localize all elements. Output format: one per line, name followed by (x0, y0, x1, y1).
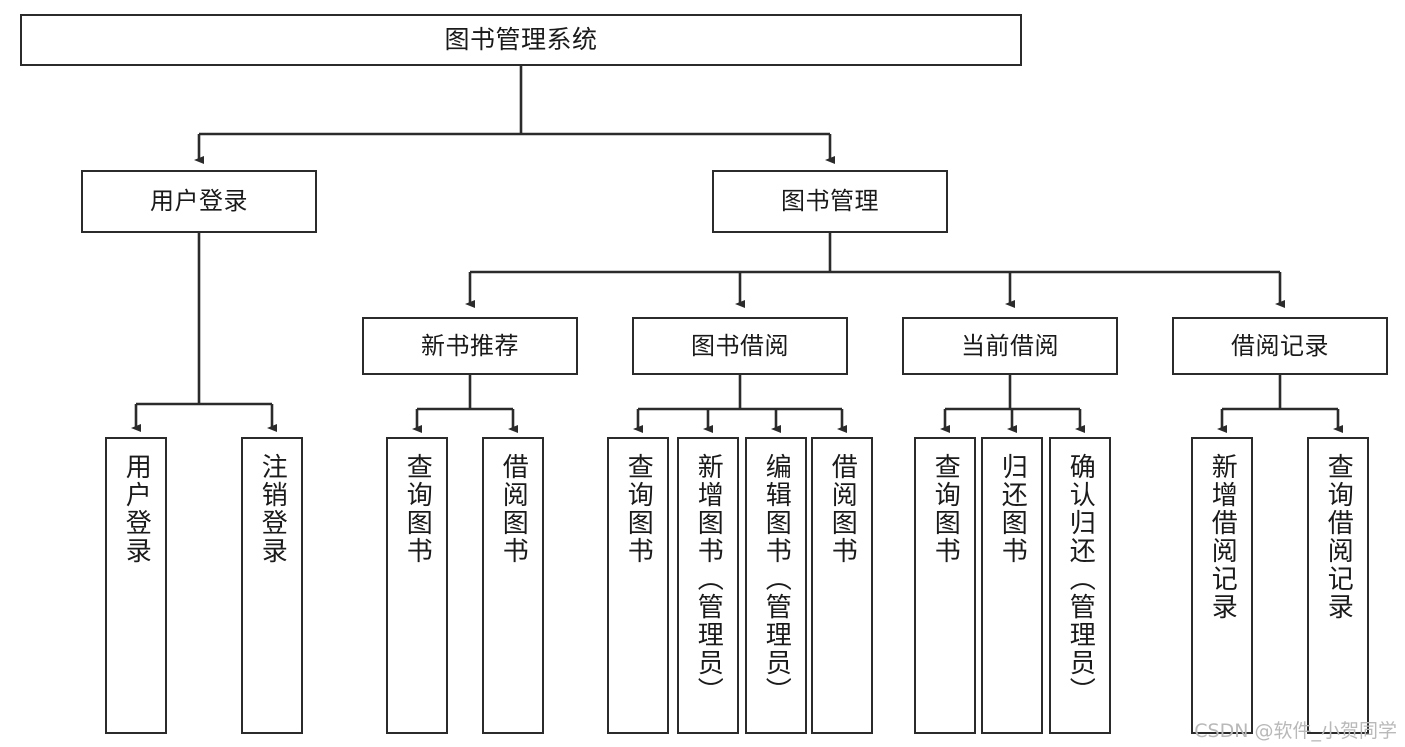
node-leaf-query-book-2[interactable]: 查询图书 (607, 437, 669, 734)
node-label: 借阅记录 (1231, 331, 1329, 360)
node-label: 新增借阅记录 (1207, 453, 1238, 621)
node-label: 图书管理系统 (444, 25, 598, 55)
node-label: 查询图书 (402, 453, 433, 565)
node-label: 查询图书 (623, 453, 654, 565)
node-leaf-query-book-1[interactable]: 查询图书 (386, 437, 448, 734)
node-leaf-borrow-book-1[interactable]: 借阅图书 (482, 437, 544, 734)
node-leaf-query-book-3[interactable]: 查询图书 (914, 437, 976, 734)
node-leaf-add-record[interactable]: 新增借阅记录 (1191, 437, 1253, 734)
node-current-borrow[interactable]: 当前借阅 (902, 317, 1118, 375)
csdn-watermark: CSDN @软件_小贺同学 (1194, 720, 1397, 742)
node-label: 确认归还（管理员） (1065, 453, 1096, 705)
node-label: 查询图书 (930, 453, 961, 565)
node-label: 查询借阅记录 (1323, 453, 1354, 621)
node-label: 新书推荐 (421, 331, 519, 360)
node-new-book-recommend[interactable]: 新书推荐 (362, 317, 578, 375)
node-borrow-record[interactable]: 借阅记录 (1172, 317, 1388, 375)
node-label: 借阅图书 (498, 453, 529, 565)
node-leaf-query-record[interactable]: 查询借阅记录 (1307, 437, 1369, 734)
node-leaf-edit-book[interactable]: 编辑图书（管理员） (745, 437, 807, 734)
node-leaf-borrow-book-2[interactable]: 借阅图书 (811, 437, 873, 734)
node-leaf-add-book[interactable]: 新增图书（管理员） (677, 437, 739, 734)
node-label: 编辑图书（管理员） (761, 453, 792, 705)
node-label: 新增图书（管理员） (693, 453, 724, 705)
node-label: 用户登录 (121, 453, 152, 565)
node-label: 注销登录 (257, 453, 288, 565)
node-leaf-logout[interactable]: 注销登录 (241, 437, 303, 734)
node-leaf-return-book[interactable]: 归还图书 (981, 437, 1043, 734)
node-root-system[interactable]: 图书管理系统 (20, 14, 1022, 66)
node-label: 用户登录 (150, 187, 248, 216)
node-label: 借阅图书 (827, 453, 858, 565)
node-label: 图书借阅 (691, 331, 789, 360)
node-book-management[interactable]: 图书管理 (712, 170, 948, 233)
node-user-login[interactable]: 用户登录 (81, 170, 317, 233)
node-book-borrow[interactable]: 图书借阅 (632, 317, 848, 375)
node-leaf-confirm-return[interactable]: 确认归还（管理员） (1049, 437, 1111, 734)
node-label: 图书管理 (781, 187, 879, 216)
node-label: 归还图书 (997, 453, 1028, 565)
node-leaf-user-login[interactable]: 用户登录 (105, 437, 167, 734)
node-label: 当前借阅 (961, 331, 1059, 360)
